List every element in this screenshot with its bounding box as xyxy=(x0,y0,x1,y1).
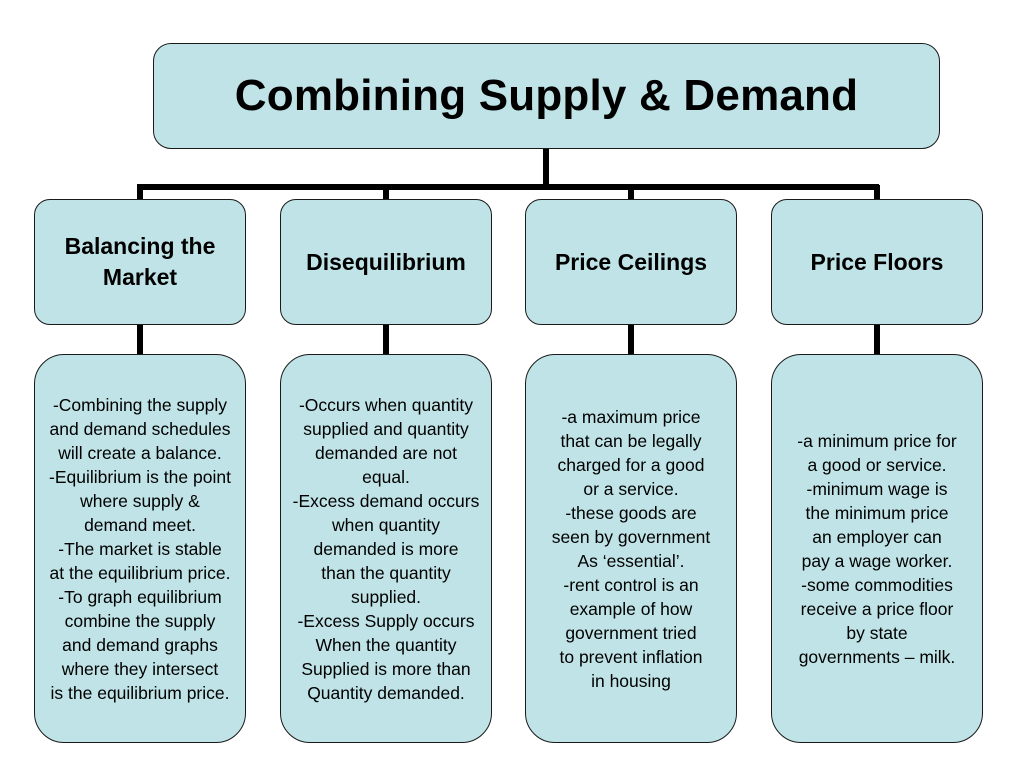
heading-price-ceilings: Price Ceilings xyxy=(554,248,708,275)
description-box-price-floors: -a minimum price for a good or service. … xyxy=(771,354,983,743)
description-price-ceilings: -a maximum price that can be legally cha… xyxy=(551,406,711,691)
heading-box-balancing-the-market: Balancing the Market xyxy=(34,199,246,325)
description-box-disequilibrium: -Occurs when quantity supplied and quant… xyxy=(280,354,492,743)
description-disequilibrium: -Occurs when quantity supplied and quant… xyxy=(292,394,480,703)
heading-price-floors: Price Floors xyxy=(810,248,944,275)
heading-balancing-the-market: Balancing the Market xyxy=(64,233,216,290)
description-balancing-the-market: -Combining the supply and demand schedul… xyxy=(49,394,231,703)
heading-box-disequilibrium: Disequilibrium xyxy=(280,199,492,325)
heading-box-price-floors: Price Floors xyxy=(771,199,983,325)
diagram-title: Combining Supply & Demand xyxy=(234,71,859,120)
heading-disequilibrium: Disequilibrium xyxy=(306,248,466,275)
description-price-floors: -a minimum price for a good or service. … xyxy=(797,430,957,667)
description-box-price-ceilings: -a maximum price that can be legally cha… xyxy=(525,354,737,743)
heading-box-price-ceilings: Price Ceilings xyxy=(525,199,737,325)
description-box-balancing-the-market: -Combining the supply and demand schedul… xyxy=(34,354,246,743)
title-box: Combining Supply & Demand xyxy=(153,43,940,149)
